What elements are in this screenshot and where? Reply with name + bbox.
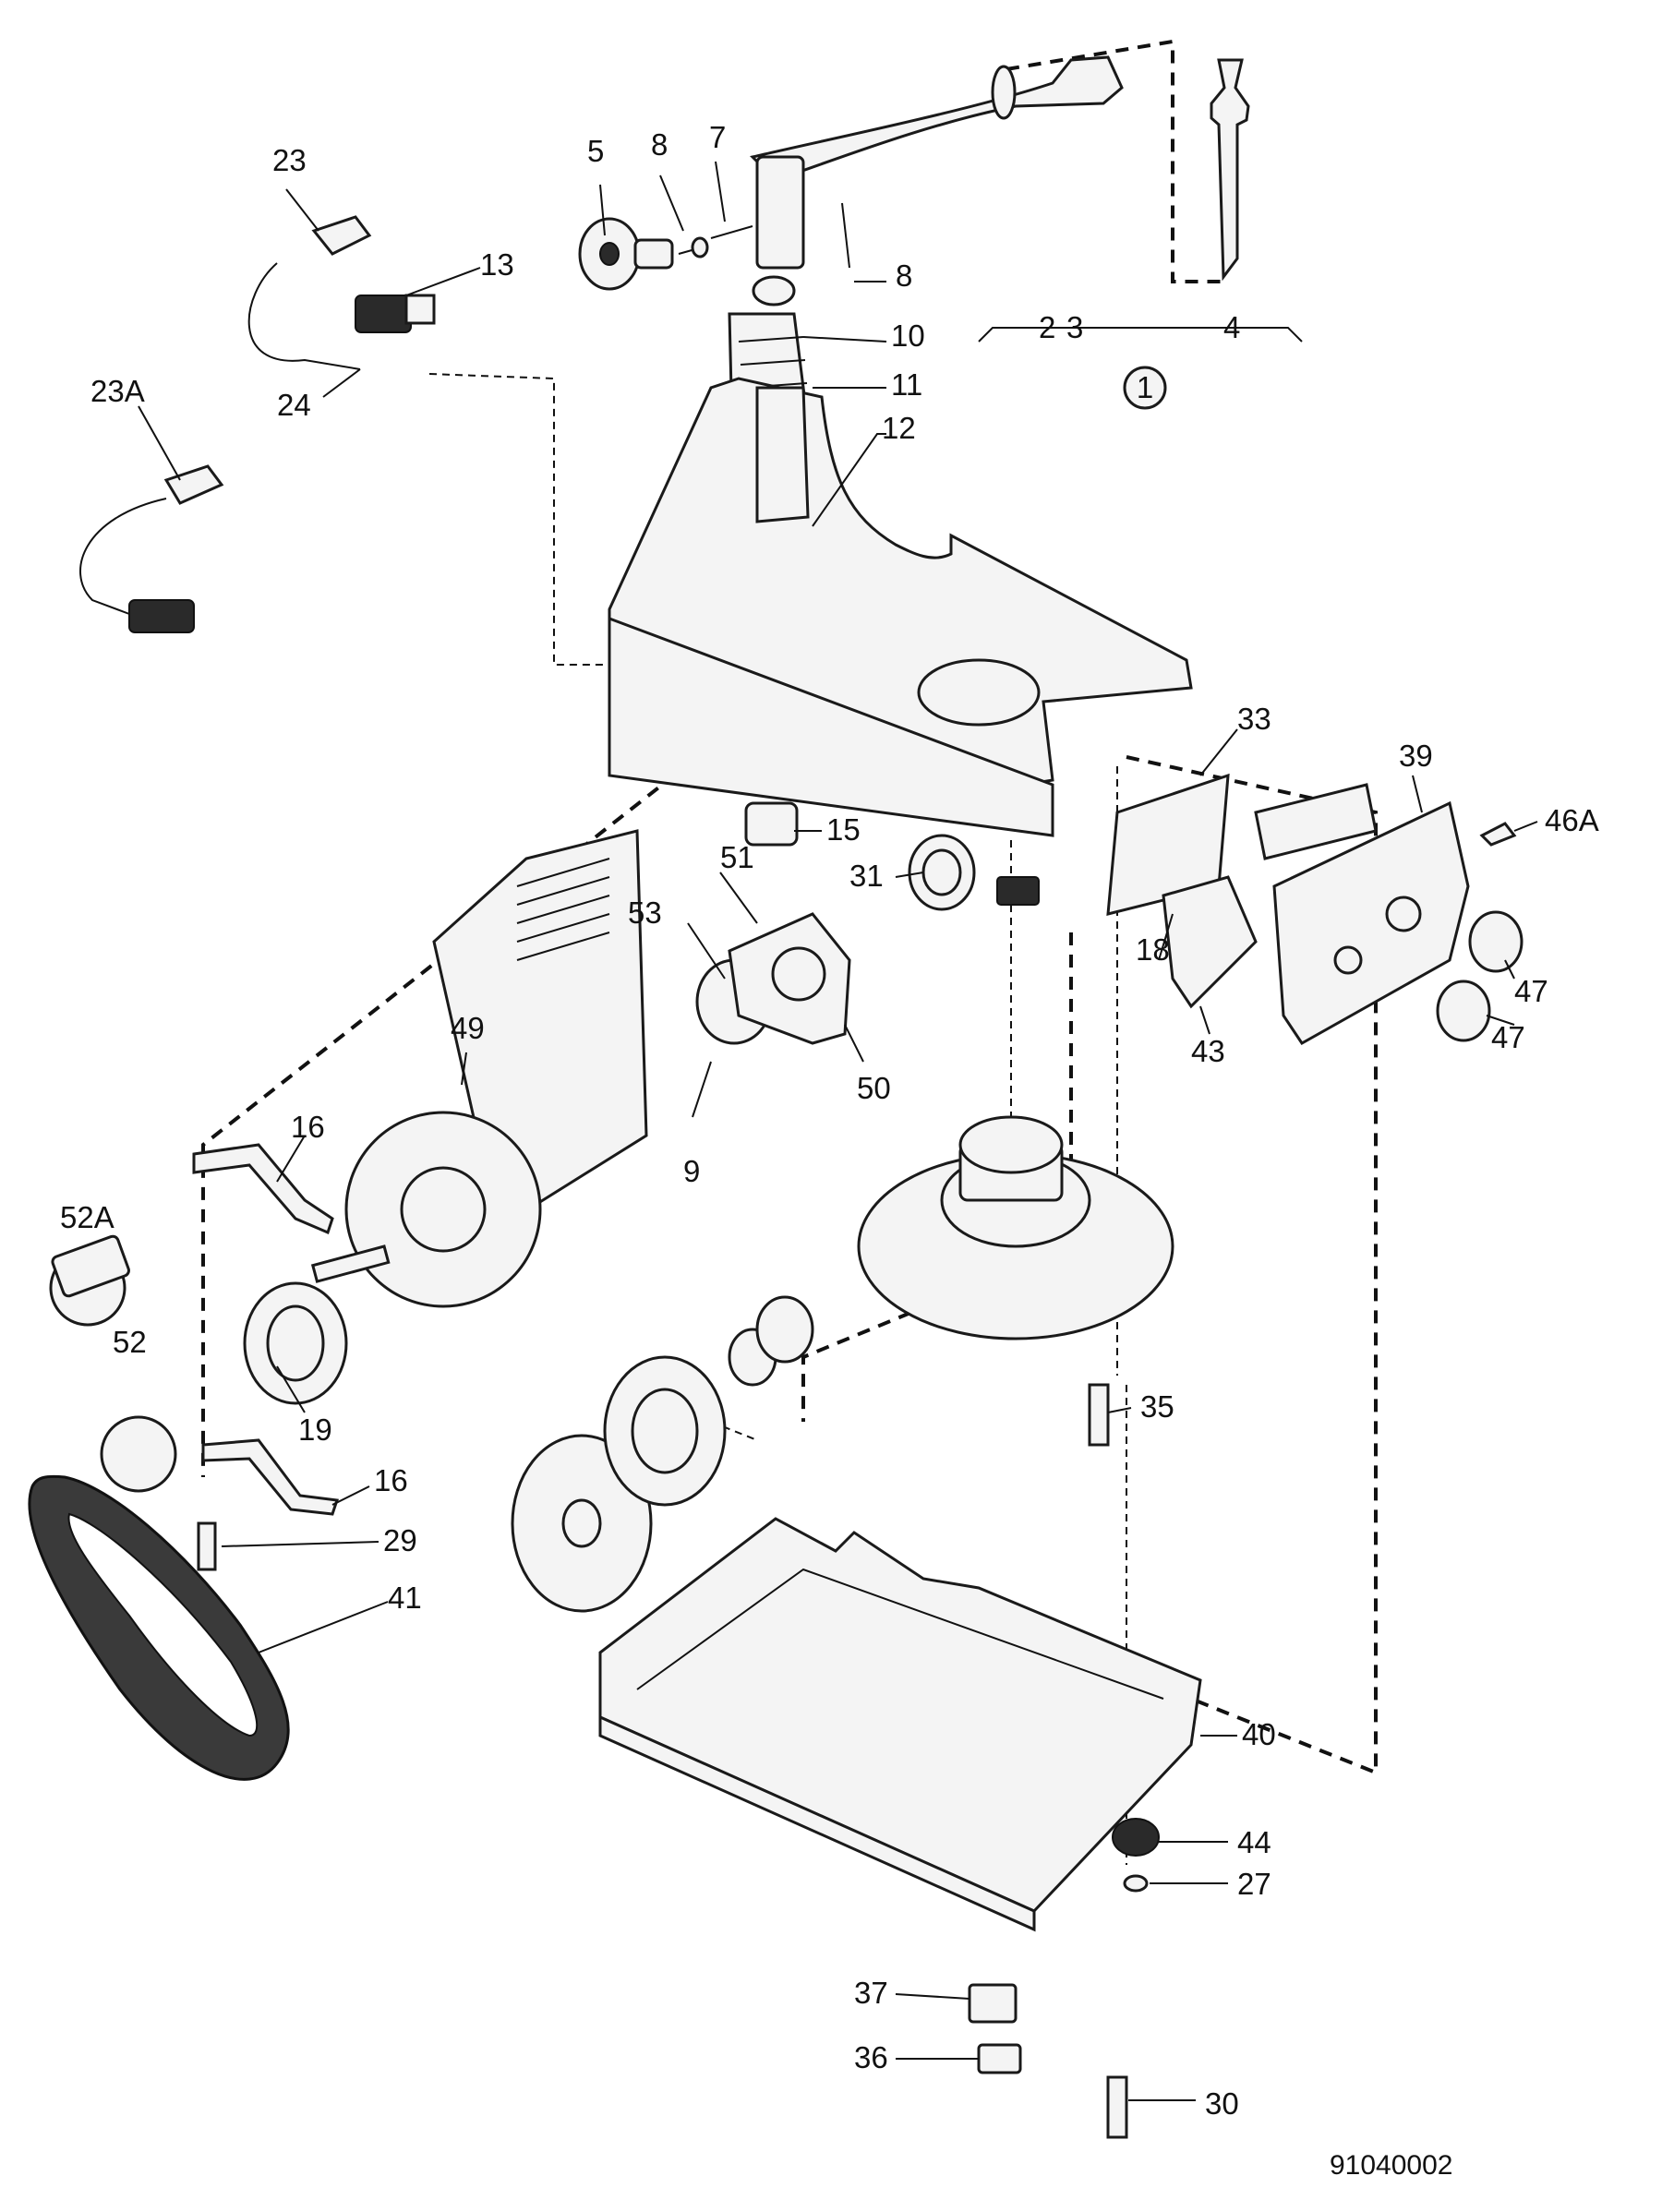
plug-13 (355, 294, 436, 333)
label-44: 44 (1237, 1825, 1271, 1859)
leader-lines (138, 161, 1538, 2101)
knob-47-upper (1468, 910, 1524, 973)
knob-47-lower (1436, 980, 1491, 1042)
control-panel-39 (1272, 800, 1470, 1045)
lever-arm (750, 55, 1124, 270)
label-8-upper: 8 (651, 127, 668, 162)
label-30: 30 (1205, 2086, 1239, 2121)
label-8-lower: 8 (896, 258, 912, 293)
clip-37 (968, 1983, 1018, 2024)
knob-46A (1479, 822, 1517, 847)
label-10: 10 (891, 319, 925, 353)
part-labels: 2 3 4 5 7 8 8 9 10 11 12 13 15 16 16 18 … (60, 120, 1599, 2121)
screw-29 (197, 1521, 217, 1571)
gearbox (857, 1115, 1174, 1340)
label-52: 52 (113, 1325, 147, 1359)
label-11: 11 (891, 367, 922, 402)
label-5: 5 (587, 134, 604, 168)
label-13: 13 (480, 247, 514, 282)
label-40: 40 (1242, 1717, 1276, 1751)
label-3: 3 (1066, 310, 1083, 344)
label-16-lower: 16 (374, 1463, 408, 1497)
label-18: 18 (1136, 932, 1170, 967)
label-41: 41 (388, 1581, 422, 1615)
label-50: 50 (857, 1071, 891, 1105)
foot-44 (1112, 1818, 1160, 1857)
label-27: 27 (1237, 1867, 1271, 1901)
bracket-16-upper (192, 1143, 334, 1235)
roller-52A (49, 1234, 130, 1327)
screw-30 (1106, 2075, 1128, 2139)
label-19: 19 (298, 1413, 332, 1447)
cord-23A (79, 464, 224, 633)
label-31: 31 (849, 859, 884, 893)
label-9: 9 (683, 1154, 700, 1188)
label-7: 7 (709, 120, 726, 154)
spacer-15 (744, 801, 799, 847)
label-24: 24 (277, 388, 311, 422)
washer-27 (1123, 1874, 1149, 1893)
label-43: 43 (1191, 1034, 1225, 1068)
top-housing-12 (608, 377, 1193, 837)
group-bracket: 1 (978, 327, 1303, 410)
clip-36 (977, 2043, 1022, 2074)
label-47-lower: 47 (1491, 1020, 1525, 1054)
motor-49 (310, 829, 648, 1308)
label-46A: 46A (1545, 803, 1599, 837)
knob-5 (578, 217, 674, 291)
label-12: 12 (882, 411, 916, 445)
switch-43 (1162, 875, 1258, 1009)
roller-52 (100, 1415, 177, 1493)
label-47-upper: 47 (1514, 974, 1548, 1008)
reference-code: 91040002 (1330, 2150, 1452, 2181)
label-23: 23 (272, 143, 307, 177)
cord-23 (247, 215, 372, 370)
switch-connector (996, 876, 1040, 906)
base-40 (598, 1517, 1202, 1932)
label-51: 51 (720, 840, 754, 874)
label-29: 29 (383, 1523, 417, 1557)
label-53: 53 (628, 896, 662, 930)
belt-41 (28, 1474, 290, 1781)
fan-housing-19 (243, 1281, 348, 1405)
bracket-16-lower (201, 1438, 340, 1516)
pulley (511, 1434, 653, 1613)
bracket-33-39 (1254, 783, 1378, 860)
label-2: 2 (1039, 310, 1055, 344)
label-37: 37 (854, 1976, 888, 2010)
screw-35 (1088, 1383, 1110, 1447)
label-16-upper: 16 (291, 1110, 325, 1144)
label-4: 4 (1223, 310, 1240, 344)
housing-51 (728, 912, 851, 1045)
label-36: 36 (854, 2040, 888, 2074)
label-52A: 52A (60, 1200, 114, 1234)
label-15: 15 (826, 812, 861, 847)
label-23A: 23A (90, 374, 145, 408)
small-bearing (728, 1295, 814, 1387)
spring-and-pin-7-8 (678, 202, 850, 269)
label-35: 35 (1140, 1389, 1174, 1424)
bushing-31 (908, 834, 976, 911)
fan-wheel (603, 1355, 727, 1507)
group-marker: 1 (1137, 370, 1153, 404)
label-49: 49 (451, 1011, 485, 1045)
label-33: 33 (1237, 702, 1271, 736)
label-39: 39 (1399, 739, 1433, 773)
rod-4 (1210, 58, 1250, 282)
